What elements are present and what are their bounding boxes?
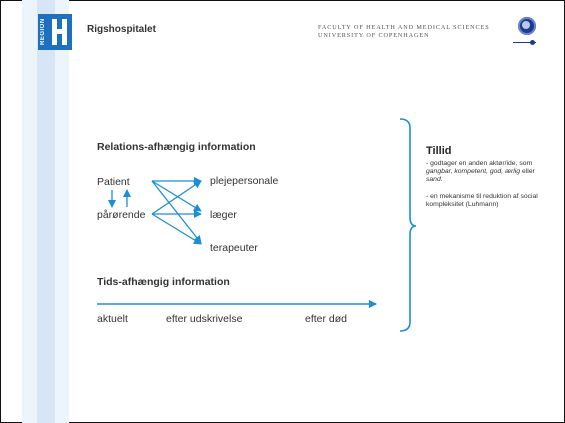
tillid-p1-or: eller	[520, 168, 535, 176]
patient-label: Patient	[97, 176, 130, 188]
time-label-efter-udskrivelse: efter udskrivelse	[166, 313, 243, 325]
seal-center	[522, 21, 530, 29]
right-brace	[399, 118, 417, 332]
left-stripe-inner	[37, 0, 55, 423]
brand-name: Rigshospitalet	[87, 24, 156, 35]
time-label-aktuelt: aktuelt	[97, 313, 128, 325]
faculty-title: FACULTY OF HEALTH AND MEDICAL SCIENCES U…	[318, 24, 490, 40]
paaroerende-label: pårørende	[97, 209, 146, 221]
tillid-point-1: - godtager en anden aktør/ide, som gangb…	[426, 160, 550, 185]
tillid-p1-text: - godtager en anden aktør/ide, som	[426, 160, 533, 167]
tillid-p1-italic-end: sand.	[426, 176, 443, 184]
logo-h-bar	[52, 29, 67, 34]
relation-arrows	[97, 177, 377, 308]
tillid-body: - godtager en anden aktør/ide, som gangb…	[426, 160, 550, 209]
laeger-label: læger	[210, 209, 237, 221]
seal-underline	[513, 42, 536, 43]
seal-pin	[530, 40, 535, 45]
arrow-paar-terapeuter	[151, 213, 202, 245]
time-label-efter-doed: efter død	[305, 313, 348, 325]
tillid-title: Tillid	[426, 145, 452, 157]
tillid-point-2: - en mekanisme til reduktion af social k…	[426, 192, 538, 208]
time-heading: Tids-afhængig information	[97, 276, 230, 288]
faculty-line2: UNIVERSITY OF COPENHAGEN	[318, 32, 430, 39]
arrow-patient-laeger	[151, 180, 202, 212]
faculty-line1: FACULTY OF HEALTH AND MEDICAL SCIENCES	[318, 24, 490, 31]
plejepersonale-label: plejepersonale	[210, 175, 279, 187]
tillid-p1-italic: gangbar, kompetent, god, ærlig	[426, 168, 521, 176]
relations-heading: Relations-afhængig information	[97, 141, 256, 153]
arrow-paar-pleje	[151, 180, 202, 215]
terapeuter-label: terapeuter	[210, 242, 258, 254]
arrow-patient-terapeuter	[151, 180, 202, 244]
